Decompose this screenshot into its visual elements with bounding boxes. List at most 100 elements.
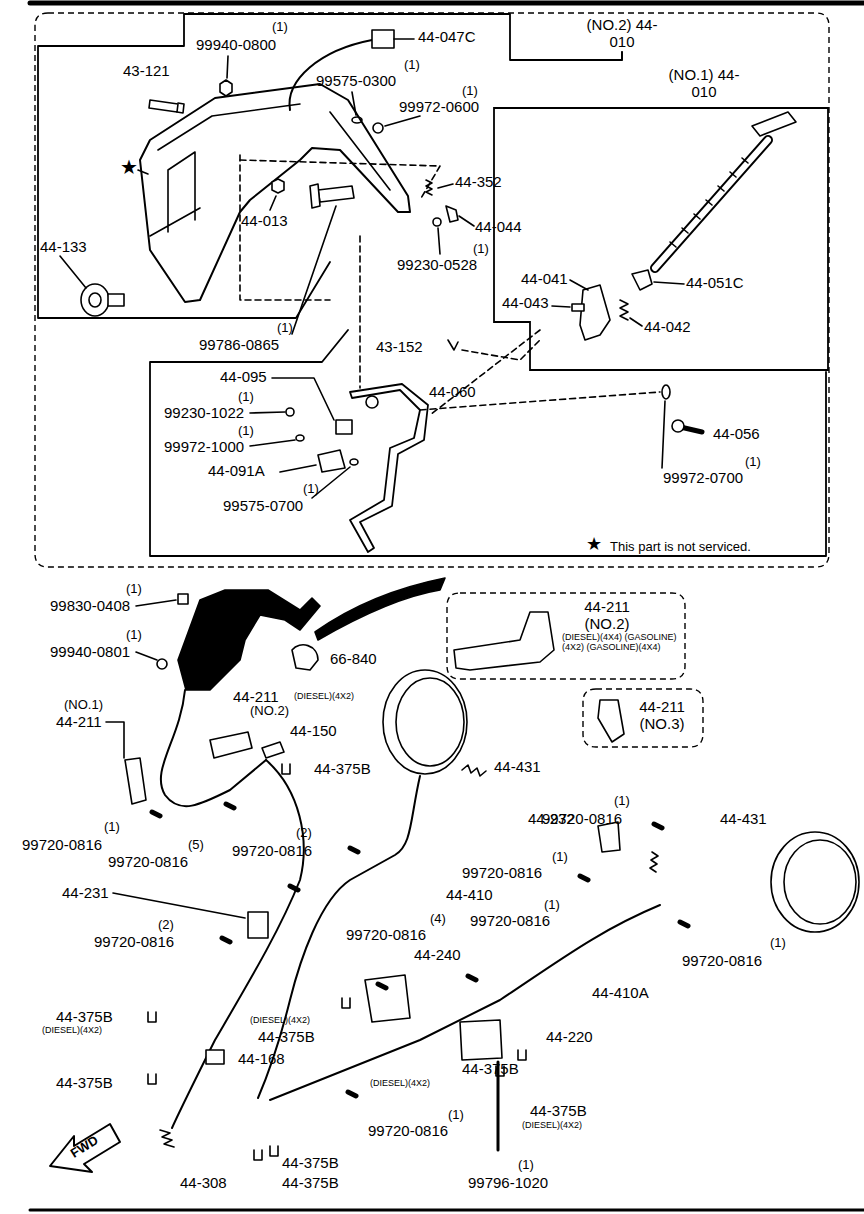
part-number: 99972-1000 [164,438,244,455]
part-number: 44-231 [62,884,109,901]
quantity: (1) [745,455,761,470]
part-number: 99720-0816 [94,933,174,950]
quantity: (1) [272,20,288,35]
part-number-heading: (NO.1) 44-010 [664,66,744,101]
application-note: (DIESEL)(4X4) (GASOLINE)(4X2) (GASOLINE)… [562,632,680,653]
part-number: 44-240 [414,946,461,963]
quantity: (1) [518,1158,534,1173]
part-number: 99720-0816 [108,853,188,870]
outline-path [494,108,828,370]
part-number: (DIESEL)(4X2) [370,1078,430,1088]
part-number: 43-121 [123,62,170,79]
part-number: 44-410 [446,886,493,903]
part-number: 99972-0700 [663,469,743,486]
part-number: 44-041 [521,270,568,287]
quantity: (2) [158,918,174,933]
part-number: 44-095 [220,368,267,385]
part-number: 99230-0528 [397,256,477,273]
part-number-heading: 44-211 (NO.2) [572,598,642,633]
part-number: 44-375B [530,1102,587,1119]
heading-leader [621,52,623,60]
quantity: (4) [430,912,446,927]
part-number: 44-150 [290,722,337,739]
part-number: 44-431 [720,810,767,827]
part-number: 99940-0800 [196,36,276,53]
part-number: 44-220 [546,1028,593,1045]
quantity: (1) [238,424,254,439]
part-number: 44-051C [686,274,744,291]
part-number: (DIESEL)(4X2) [250,1015,310,1025]
part-number: 99720-0816 [470,912,550,929]
part-number: 44-211 [56,713,102,730]
part-number: 44-013 [241,212,288,229]
part-number: (DIESEL)(4X2) [42,1025,102,1035]
part-number: 44-043 [502,294,549,311]
part-number: 99786-0865 [199,336,279,353]
outline-path [447,593,685,679]
part-number-heading: 44-211 (NO.3) [630,698,694,733]
quantity: (1) [770,936,786,951]
quantity: (1) [277,321,293,336]
quantity: (1) [104,820,120,835]
part-number: 44-232 [528,810,575,827]
part-number: 44-091A [208,462,265,479]
part-number: ★ [120,156,138,179]
quantity: (1) [238,390,254,405]
assembly-group-box: 44-211 (NO.2)(DIESEL)(4X4) (GASOLINE)(4X… [446,592,686,680]
part-number: 99720-0816 [22,836,102,853]
part-number: 99720-0816 [232,842,312,859]
part-number: 44-410A [592,984,649,1001]
part-number: 99720-0816 [368,1122,448,1139]
part-number: 99972-0600 [399,98,479,115]
part-number: 44-375B [462,1060,519,1077]
part-number: (DIESEL)(4X2) [522,1120,582,1130]
quantity: (1) [552,850,568,865]
part-number: 44-056 [713,425,760,442]
part-number: 44-168 [238,1050,285,1067]
assembly-group-box: 44-211 (NO.3) [582,688,704,748]
part-number: 44-375B [314,760,371,777]
part-number: 66-840 [330,650,377,667]
note-text: This part is not serviced. [610,540,751,555]
part-number: 44-431 [494,758,541,775]
part-number: (NO.1) [64,698,103,713]
quantity: (2) [296,826,312,841]
part-number: 44-308 [180,1174,227,1191]
quantity: (1) [404,58,420,73]
quantity: (1) [303,482,319,497]
part-number: 44-375B [56,1008,113,1025]
part-number: ★ [586,534,602,555]
quantity: (1) [462,84,478,99]
quantity: (1) [126,582,142,597]
part-number: 99940-0801 [50,643,130,660]
part-number: 99720-0816 [346,926,426,943]
quantity: (1) [448,1108,464,1123]
part-number-heading: (NO.2) 44-010 [582,16,662,51]
outline-path [35,13,829,567]
quantity: (1) [473,242,489,257]
part-number: 99720-0816 [682,952,762,969]
quantity: (1) [544,898,560,913]
part-number: 99720-0816 [462,864,542,881]
part-number: 99575-0300 [316,72,396,89]
part-number: 44-375B [282,1174,339,1191]
part-number: 44-375B [282,1154,339,1171]
part-number: 44-375B [56,1074,113,1091]
quantity: (5) [188,838,204,853]
part-number: 44-060 [429,383,476,400]
part-number: (NO.2) [250,704,289,719]
outline-path [583,689,703,747]
part-number: (DIESEL)(4X2) [294,691,354,701]
part-number: 44-211 [233,688,279,705]
part-number: 99830-0408 [50,597,130,614]
part-number: 99575-0700 [223,497,303,514]
part-number: 99230-1022 [164,404,244,421]
part-number: 44-133 [40,238,87,255]
part-number: 44-375B [258,1028,315,1045]
part-number: 44-352 [455,173,502,190]
part-number: 44-047C [418,28,476,45]
part-number: 44-044 [475,218,522,235]
part-number: 43-152 [376,338,423,355]
quantity: (1) [126,628,142,643]
